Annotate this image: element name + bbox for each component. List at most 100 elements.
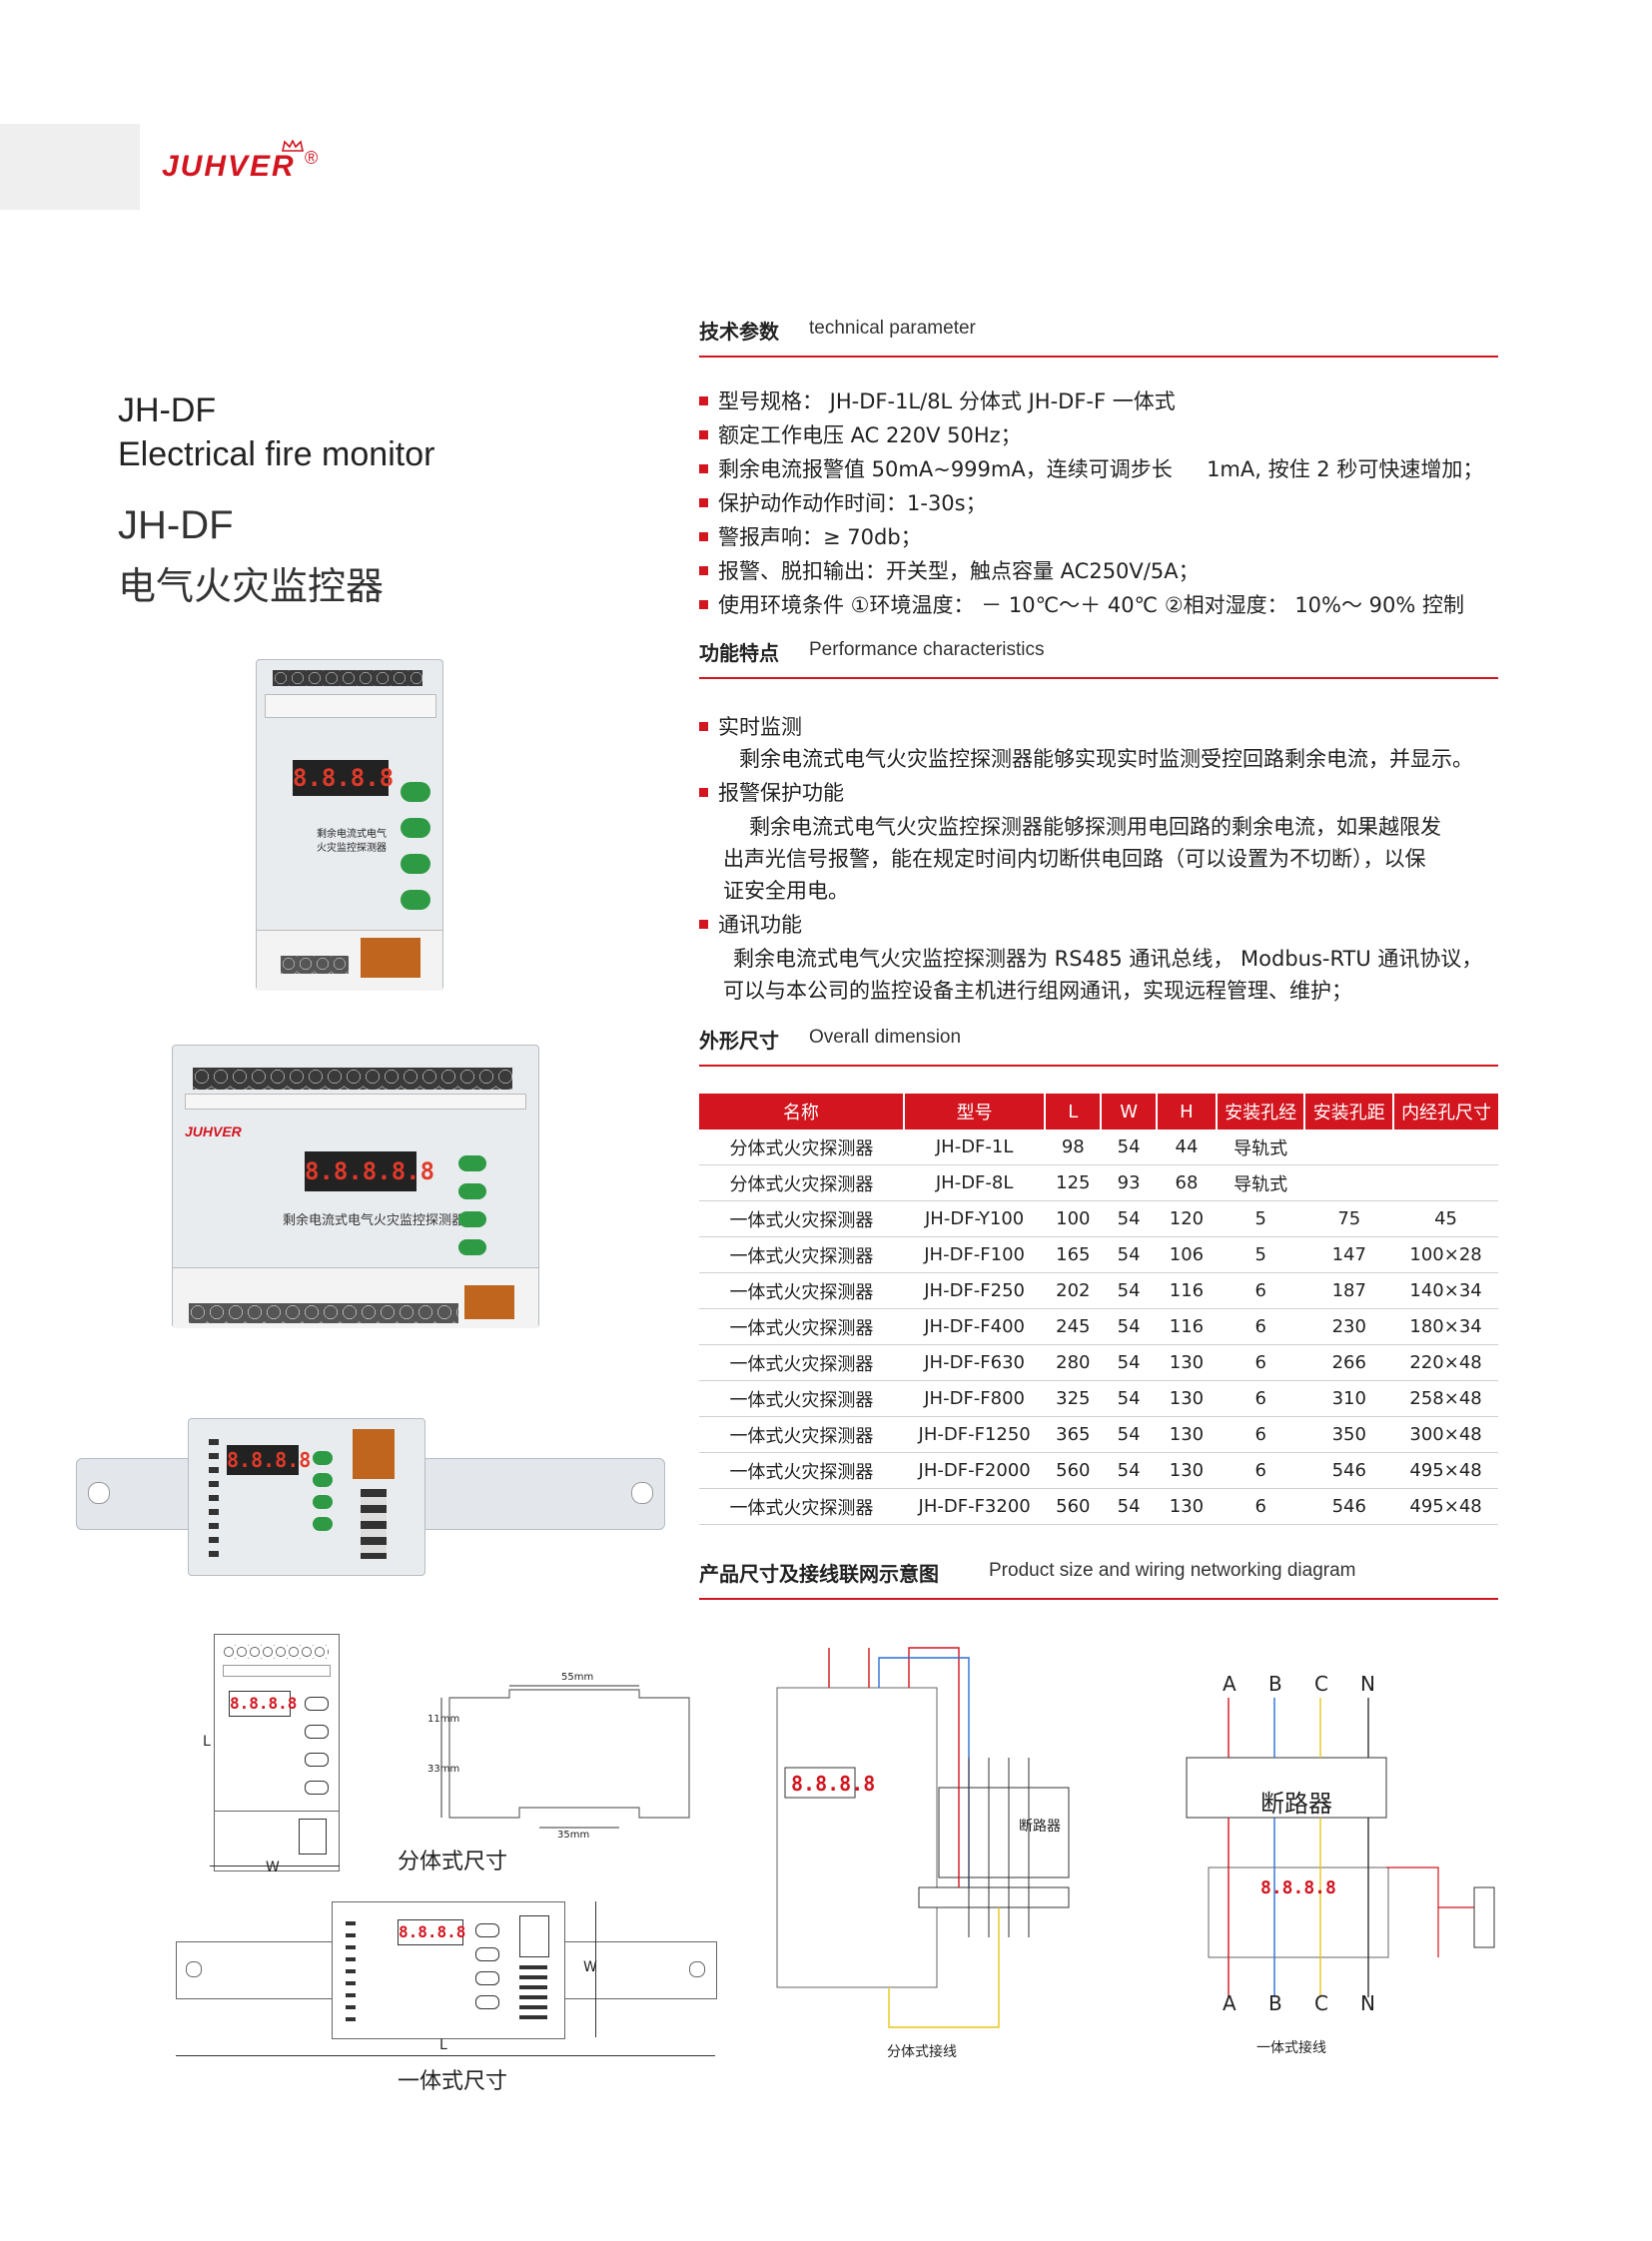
table-cell: 一体式火灾探测器 [699, 1380, 904, 1417]
tech-item: 型号规格： JH-DF-1L/8L 分体式 JH-DF-F 一体式 [699, 385, 1176, 415]
device-display: 8.8.8.8 [293, 760, 394, 796]
table-cell: 54 [1101, 1416, 1158, 1453]
table-cell: 258×48 [1393, 1380, 1498, 1417]
col-header: 安装孔距 [1304, 1094, 1395, 1129]
product-name-cn: 电气火灾监控器 [118, 564, 385, 608]
dim-label-L: L [203, 1734, 211, 1750]
device-label-wide: 剩余电流式电气火灾监控探测器 [283, 1213, 465, 1228]
section-head-tech: 技术参数 technical parameter [699, 316, 1498, 358]
table-cell: 116 [1157, 1272, 1217, 1309]
split-wiring-display: 8.8.8.8 [791, 1772, 876, 1796]
table-cell: 230 [1304, 1308, 1394, 1345]
section-head-features: 功能特点 Performance characteristics [699, 637, 1498, 679]
integrated-wiring-caption: 一体式接线 [1256, 2040, 1326, 2056]
table-cell: 300×48 [1393, 1416, 1498, 1453]
table-cell: 180×34 [1393, 1308, 1498, 1345]
table-cell: 6 [1216, 1344, 1305, 1381]
feature-title: 实时监测 [699, 711, 802, 741]
table-cell: 54 [1101, 1200, 1158, 1237]
dim-35: 35mm [557, 1830, 590, 1841]
table-cell: 分体式火灾探测器 [699, 1129, 904, 1165]
col-header: 型号 [903, 1094, 1047, 1129]
phase-C-bottom: C [1314, 1991, 1328, 2015]
device-label: 剩余电流式电气火灾监控探测器 [317, 829, 387, 854]
table-cell: 280 [1045, 1344, 1102, 1381]
table-cell [1393, 1129, 1498, 1165]
table-cell: 106 [1157, 1236, 1217, 1273]
dim-line [210, 1866, 340, 1867]
table-cell: 54 [1101, 1129, 1158, 1165]
table-cell: 325 [1045, 1380, 1102, 1417]
tech-item: 额定工作电压 AC 220V 50Hz； [699, 419, 1022, 449]
product-photo-integrated: 8.8.8.8 [76, 1418, 665, 1578]
table-cell: 一体式火灾探测器 [699, 1236, 904, 1273]
table-cell: 350 [1304, 1416, 1394, 1453]
table-cell: 245 [1045, 1308, 1102, 1345]
table-cell: 54 [1101, 1308, 1158, 1345]
table-cell: 140×34 [1393, 1272, 1498, 1309]
table-cell: 6 [1216, 1380, 1305, 1417]
product-photo-large: JUHVER 8.8.8.8.8 剩余电流式电气火灾监控探测器 [172, 1045, 539, 1328]
table-cell: 560 [1045, 1452, 1102, 1489]
table-cell: 分体式火灾探测器 [699, 1164, 904, 1201]
phase-A-bottom: A [1223, 1991, 1237, 2015]
split-wiring-caption: 分体式接线 [887, 2044, 957, 2060]
table-cell: 100×28 [1393, 1236, 1498, 1273]
dim-label-W2: W [583, 1959, 597, 1975]
table-cell: JH-DF-8L [903, 1164, 1046, 1201]
table-cell: 546 [1304, 1452, 1394, 1489]
integrated-wiring-diagram [1186, 1698, 1495, 1997]
split-wiring-diagram [776, 1647, 1070, 2028]
table-cell: 54 [1101, 1452, 1158, 1489]
table-cell: 一体式火灾探测器 [699, 1416, 904, 1453]
table-cell: 93 [1101, 1164, 1158, 1201]
table-cell: 130 [1157, 1380, 1217, 1417]
tech-item: 报警、脱扣输出：开关型，触点容量 AC250V/5A； [699, 555, 1200, 585]
phase-B-top: B [1268, 1672, 1282, 1696]
table-cell: 54 [1101, 1380, 1158, 1417]
table-header-row: 名称 型号 L W H 安装孔经 安装孔距 内经孔尺寸 [699, 1094, 1498, 1129]
table-cell: 546 [1304, 1488, 1394, 1525]
dim-label-W: W [266, 1860, 280, 1875]
table-cell: 495×48 [1393, 1488, 1498, 1525]
table-cell: JH-DF-Y100 [903, 1200, 1046, 1237]
brand-logo: JUHVER [162, 150, 296, 183]
dim-11: 11mm [427, 1714, 460, 1725]
table-cell: 54 [1101, 1488, 1158, 1525]
table-cell: 一体式火灾探测器 [699, 1272, 904, 1309]
registered-mark: ® [305, 148, 319, 168]
split-size-drawing: 8.8.8.8 [214, 1634, 340, 1871]
table-cell: 130 [1157, 1452, 1217, 1489]
section-head-diagram: 产品尺寸及接线联网示意图 Product size and wiring net… [699, 1558, 1498, 1600]
table-cell: 202 [1045, 1272, 1102, 1309]
table-cell: 75 [1304, 1200, 1394, 1237]
tech-item: 保护动作动作时间：1-30s； [699, 487, 987, 517]
col-header: 名称 [699, 1094, 905, 1129]
phase-A-top: A [1223, 1672, 1237, 1696]
table-cell: 5 [1216, 1236, 1305, 1273]
feature-text: 剩余电流式电气火灾监控探测器能够实现实时监测受控回路剩余电流，并显示。 [739, 747, 1473, 771]
table-cell [1393, 1164, 1498, 1201]
crown-icon [282, 140, 304, 152]
col-header: 内经孔尺寸 [1393, 1094, 1498, 1129]
table-cell: JH-DF-F800 [903, 1380, 1046, 1417]
phase-C-top: C [1314, 1672, 1328, 1696]
table-cell: 130 [1157, 1488, 1217, 1525]
integrated-size-caption: 一体式尺寸 [398, 2069, 508, 2094]
table-cell: JH-DF-F630 [903, 1344, 1046, 1381]
feature-text: 剩余电流式电气火灾监控探测器为 RS485 通讯总线， Modbus-RTU 通… [733, 947, 1483, 971]
table-cell: 54 [1101, 1344, 1158, 1381]
table-cell: 68 [1157, 1164, 1217, 1201]
table-cell: 310 [1304, 1380, 1394, 1417]
table-cell: 44 [1157, 1129, 1217, 1165]
table-cell: JH-DF-F1250 [903, 1416, 1046, 1453]
dim-label-L2: L [439, 2037, 447, 2053]
table-cell: 495×48 [1393, 1452, 1498, 1489]
